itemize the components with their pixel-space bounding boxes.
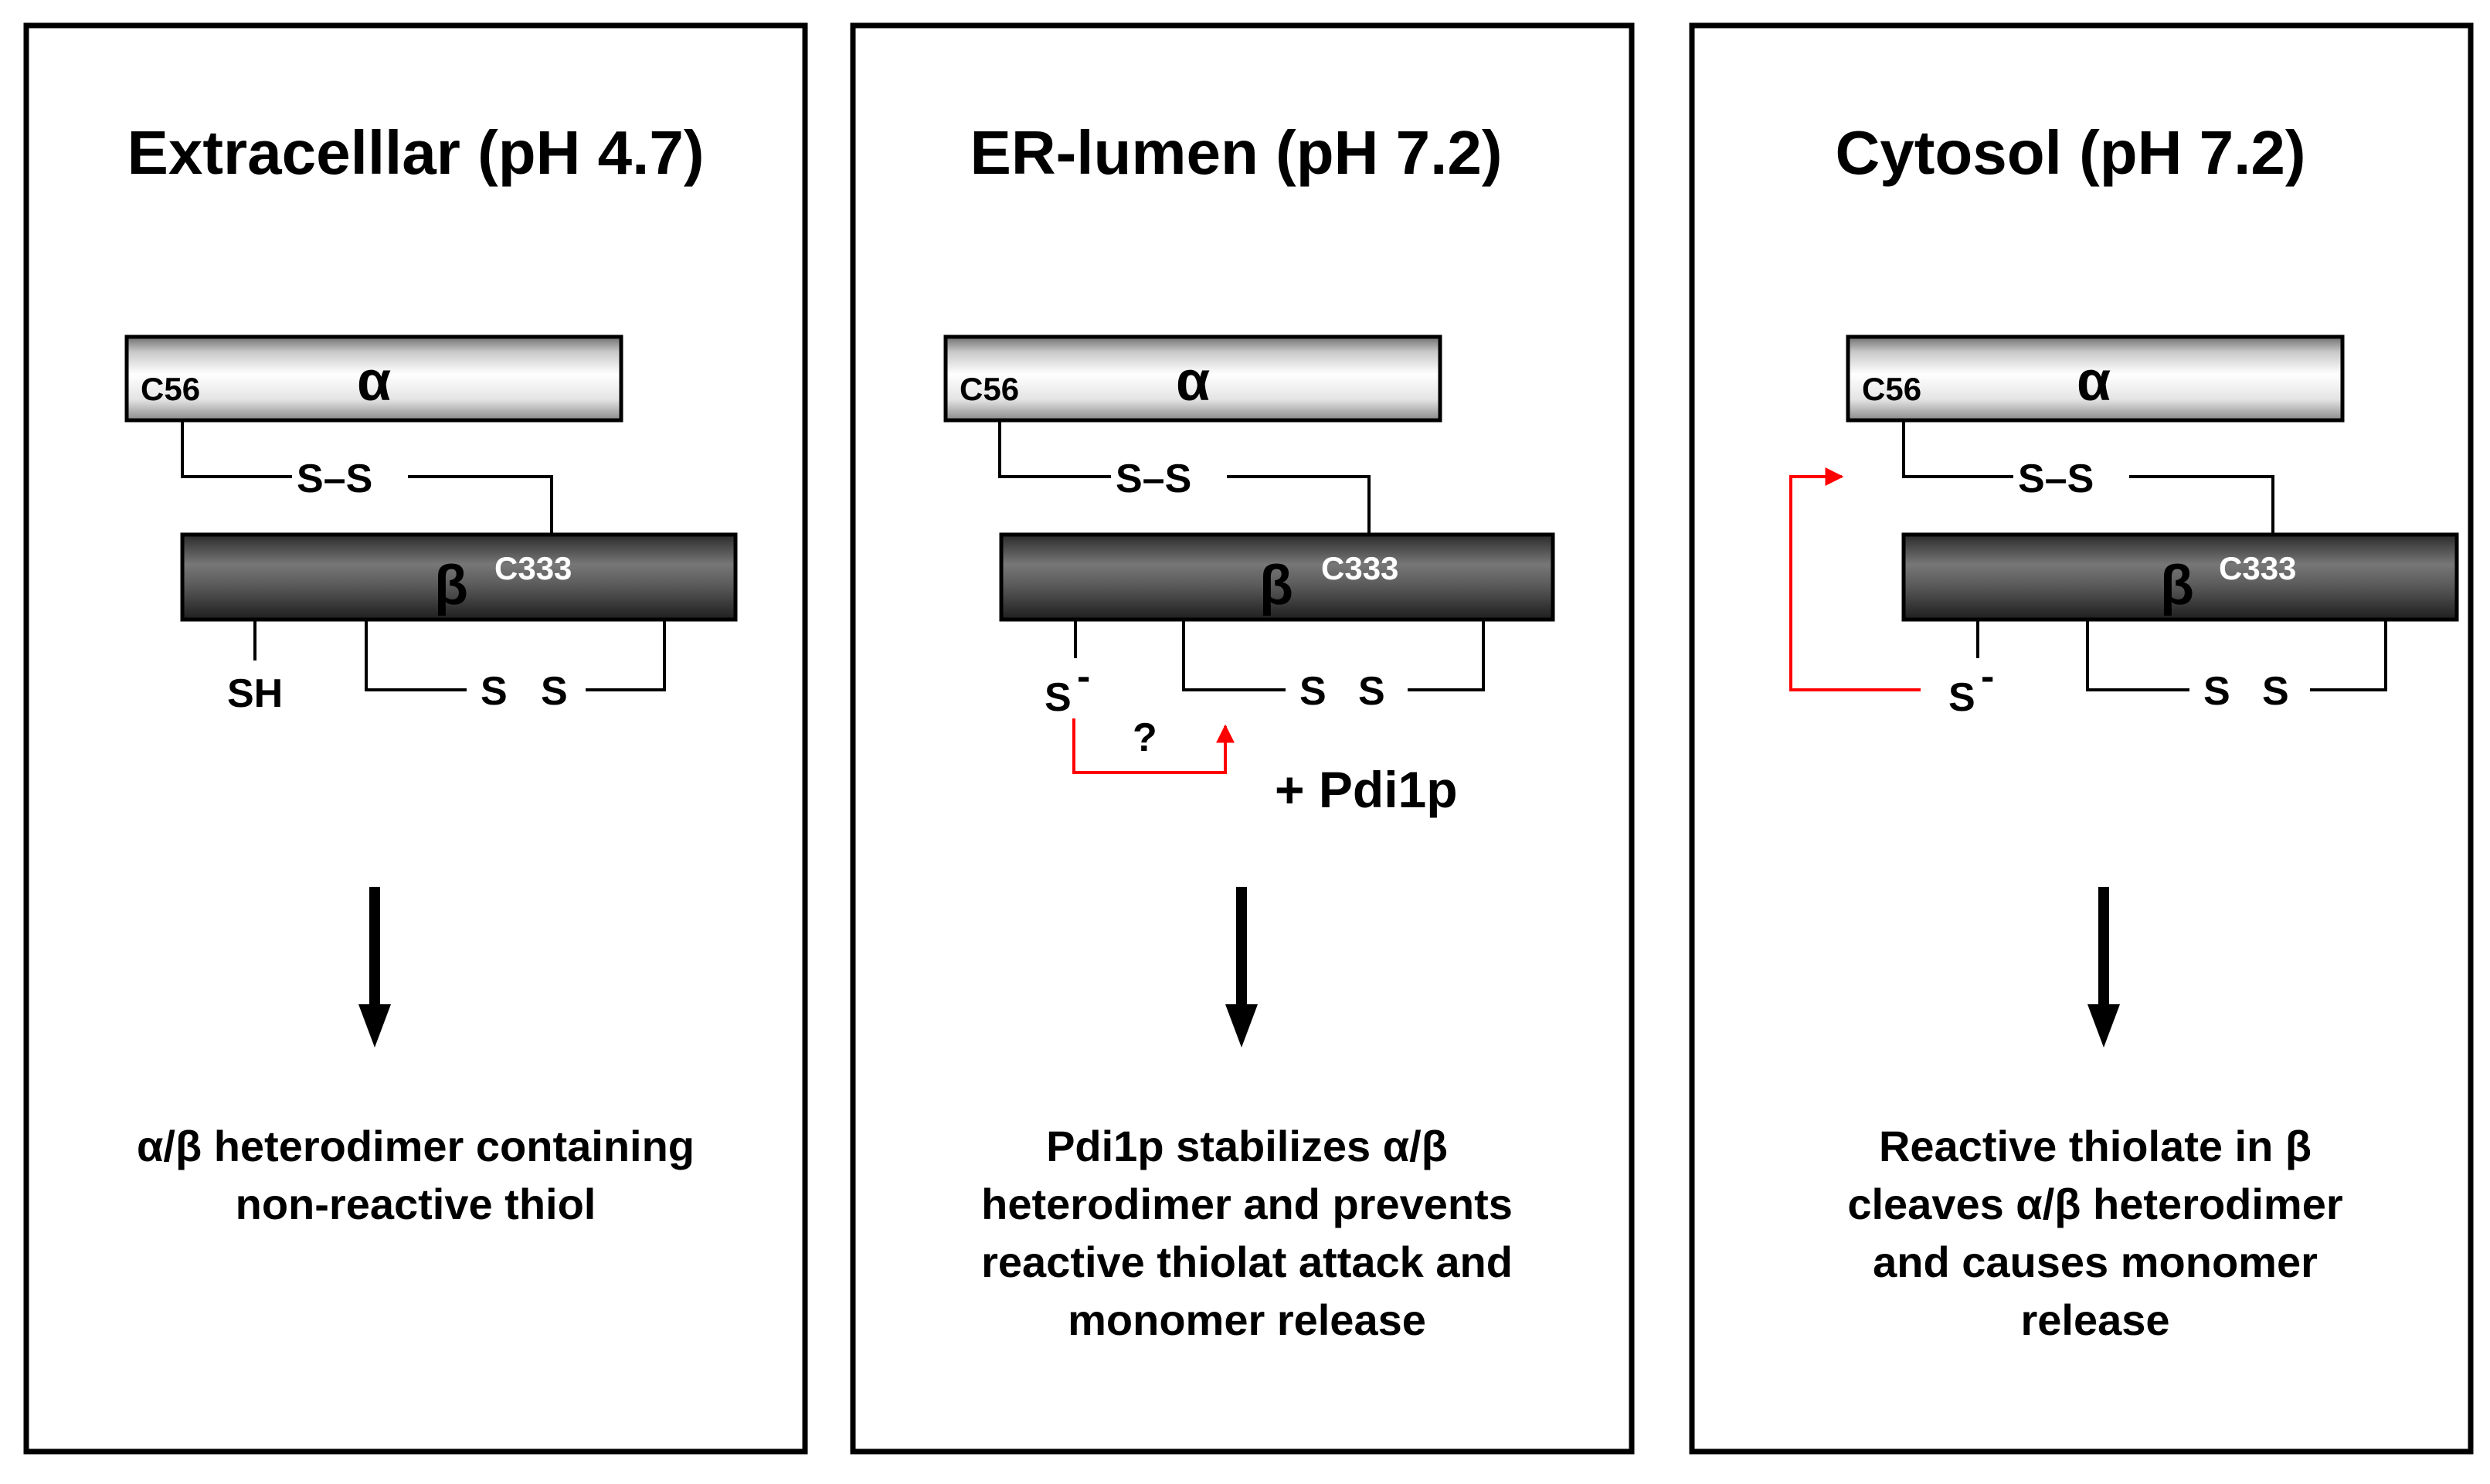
alpha-label: α <box>2077 351 2111 413</box>
beta-residue-label: C333 <box>1321 550 1398 586</box>
alpha-subunit-bar <box>1846 334 2345 423</box>
thiolate-label: S <box>1948 675 1975 720</box>
panel-er-lumen: ER-lumen (pH 7.2) C56 α S–S β C333 S - S… <box>850 22 1635 1455</box>
blocked-attack-arrow <box>1072 718 1235 774</box>
beta-label: β <box>2160 555 2194 616</box>
beta-disulfide-connector <box>2129 475 2274 535</box>
panel-title: Extracelllar (pH 4.7) <box>127 118 705 187</box>
panel-cytosol: Cytosol (pH 7.2) C56 α S–S β C333 S - S … <box>1689 22 2474 1455</box>
caption-line-3: reactive thiolat attack and <box>981 1238 1513 1286</box>
interchain-disulfide-label: S–S <box>2018 457 2094 501</box>
down-arrow-head <box>358 1004 391 1048</box>
panel-frame <box>23 22 808 1455</box>
down-arrow-shaft <box>2098 887 2109 1010</box>
question-mark: ? <box>1133 715 1157 760</box>
alpha-subunit-bar <box>943 334 1442 423</box>
thiol-label: SH <box>227 671 283 716</box>
interchain-disulfide-label: S–S <box>1116 457 1191 501</box>
caption-line-4: monomer release <box>1068 1296 1426 1344</box>
beta-label: β <box>434 555 468 616</box>
panel-title: Cytosol (pH 7.2) <box>1836 118 2306 187</box>
thiolate-charge: - <box>1077 654 1090 699</box>
intrachain-sulfur-left: S <box>1299 669 1327 714</box>
panel-extracellular: Extracelllar (pH 4.7) C56 α S–S β C333 S… <box>23 22 808 1455</box>
alpha-label: α <box>1176 351 1210 413</box>
alpha-residue-label: C56 <box>1862 371 1921 407</box>
caption-line-1: Pdi1p stabilizes α/β <box>1046 1122 1448 1170</box>
alpha-disulfide-connector <box>1902 420 2013 478</box>
alpha-residue-label: C56 <box>960 371 1019 407</box>
beta-residue-label: C333 <box>494 550 572 586</box>
down-arrow-head <box>1225 1004 1258 1048</box>
thiolate-label: S <box>1045 675 1072 720</box>
thiolate-charge: - <box>1981 654 1994 699</box>
caption-line-1: α/β heterodimer containing <box>137 1122 695 1170</box>
intrachain-disulfide-right-connector <box>2310 620 2387 691</box>
intrachain-disulfide-left-connector <box>2086 620 2189 691</box>
caption-line-4: release <box>2020 1296 2169 1344</box>
down-arrow-shaft <box>369 887 380 1010</box>
intrachain-sulfur-right: S <box>2262 669 2289 714</box>
caption-line-2: heterodimer and prevents <box>981 1180 1513 1228</box>
caption-line-2: non-reactive thiol <box>236 1180 596 1228</box>
alpha-residue-label: C56 <box>141 371 200 407</box>
panel-frame <box>850 22 1635 1455</box>
caption-line-3: and causes monomer <box>1873 1238 2318 1286</box>
intrachain-sulfur-left: S <box>2203 669 2230 714</box>
beta-subunit-bar <box>1901 532 2459 622</box>
alpha-label: α <box>357 351 391 413</box>
down-arrow-head <box>2087 1004 2120 1048</box>
pdi1p-label: + Pdi1p <box>1275 761 1458 818</box>
intrachain-sulfur-left: S <box>481 669 508 714</box>
caption-line-1: Reactive thiolate in β <box>1879 1122 2312 1170</box>
intrachain-disulfide-right-connector <box>1408 620 1485 691</box>
thiolate-attack-arrow <box>1789 467 1921 691</box>
caption-line-2: cleaves α/β heterodimer <box>1847 1180 2342 1228</box>
intrachain-disulfide-left-connector <box>365 620 467 691</box>
beta-residue-label: C333 <box>2219 550 2296 586</box>
panel-title: ER-lumen (pH 7.2) <box>970 118 1503 187</box>
interchain-disulfide-label: S–S <box>297 457 372 501</box>
beta-subunit-bar <box>180 532 738 622</box>
alpha-disulfide-connector <box>998 420 1111 478</box>
beta-disulfide-connector <box>408 475 553 535</box>
intrachain-disulfide-right-connector <box>586 620 666 691</box>
panel-frame <box>1689 22 2474 1455</box>
alpha-disulfide-connector <box>181 420 292 478</box>
alpha-subunit-bar <box>124 334 623 423</box>
down-arrow-shaft <box>1236 887 1247 1010</box>
intrachain-sulfur-right: S <box>541 669 568 714</box>
beta-disulfide-connector <box>1227 475 1371 535</box>
intrachain-sulfur-right: S <box>1358 669 1385 714</box>
beta-subunit-bar <box>999 532 1555 622</box>
intrachain-disulfide-left-connector <box>1182 620 1286 691</box>
beta-label: β <box>1259 555 1293 616</box>
